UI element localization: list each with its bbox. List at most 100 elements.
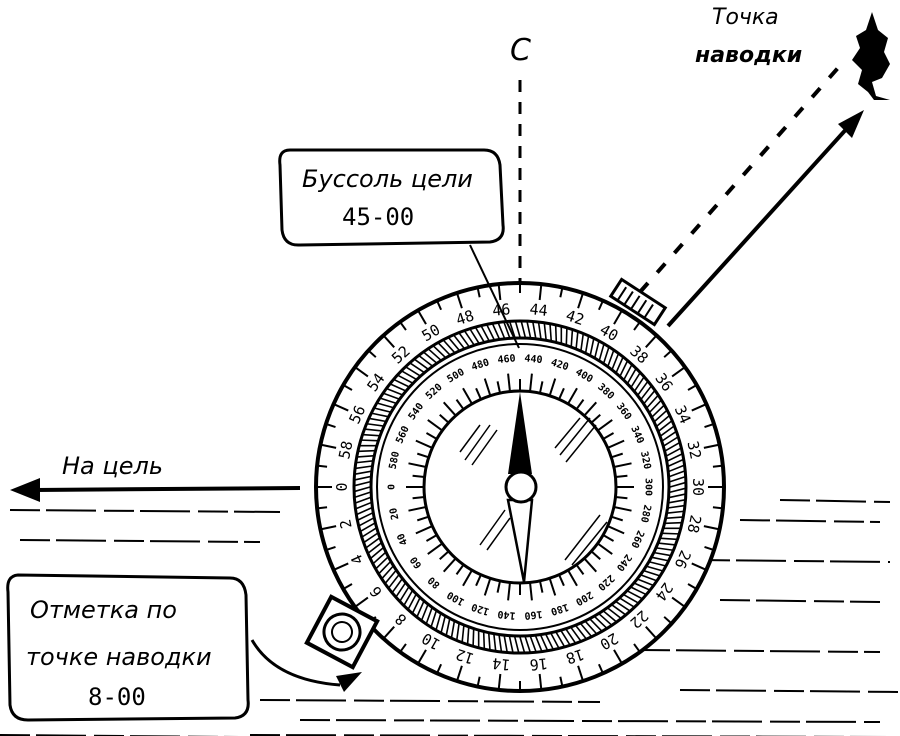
hatch-line xyxy=(438,342,451,356)
inner-scale-label: 280 xyxy=(638,504,653,524)
hatch-line xyxy=(355,491,371,498)
outer-tick xyxy=(597,300,604,311)
hatch-line xyxy=(368,542,382,554)
inner-tick xyxy=(462,387,473,405)
hatch-line xyxy=(385,570,397,584)
hatch-line xyxy=(640,386,652,400)
hatch-line xyxy=(388,574,400,588)
hatch-line xyxy=(355,465,372,470)
hatch-line xyxy=(410,362,425,373)
hatch-line xyxy=(643,390,655,404)
outer-tick xyxy=(320,443,337,449)
mark-value: 8-00 xyxy=(88,683,146,711)
sight-dashed-line xyxy=(638,58,847,294)
hatch-line xyxy=(453,335,465,349)
hatch-line xyxy=(362,527,377,538)
outer-scale-label: 2 xyxy=(336,518,355,531)
hatch-line xyxy=(637,381,648,396)
inner-tick xyxy=(475,574,482,587)
inner-tick xyxy=(496,580,502,593)
hatch-line xyxy=(448,337,460,351)
outer-tick xyxy=(559,287,564,298)
hatch-line xyxy=(641,574,657,582)
hatched-ring-pattern xyxy=(354,321,686,653)
target-bearing-value: 45-00 xyxy=(342,203,414,231)
hatch-line xyxy=(361,439,378,442)
hatch-line xyxy=(575,332,579,349)
hatch-line xyxy=(397,374,413,384)
hatch-line xyxy=(488,633,491,650)
hatch-line xyxy=(369,417,386,423)
inner-tick xyxy=(483,378,492,397)
outer-scale-label: 34 xyxy=(671,403,695,427)
outer-scale-label: 14 xyxy=(491,654,511,674)
hatch-line xyxy=(665,521,682,525)
outer-tick xyxy=(538,284,543,301)
outer-tick xyxy=(703,525,720,531)
outer-tick xyxy=(497,284,502,301)
inner-tick xyxy=(496,381,502,394)
inner-tick xyxy=(442,401,457,417)
inner-tick xyxy=(416,515,430,522)
hatch-line xyxy=(619,361,628,376)
hatch-line xyxy=(537,322,542,339)
hatch-line xyxy=(658,542,675,546)
aiming-arrow-head xyxy=(838,110,864,138)
hatch-line xyxy=(526,321,532,338)
hatch-line xyxy=(366,537,380,549)
hatch-line xyxy=(407,594,417,610)
hatch-line xyxy=(656,415,670,427)
inner-tick xyxy=(597,419,613,432)
hatch-line xyxy=(646,395,659,409)
glass-glare xyxy=(459,417,608,566)
outer-tick xyxy=(577,292,584,309)
outer-tick xyxy=(456,292,463,309)
north-label: С xyxy=(510,33,531,68)
hatch-line xyxy=(380,397,396,404)
inner-tick xyxy=(610,452,624,459)
needle-pivot xyxy=(504,470,538,504)
outer-tick xyxy=(613,649,623,665)
hatch-line xyxy=(668,459,684,467)
inner-tick xyxy=(610,515,624,522)
outer-tick xyxy=(317,506,328,510)
hatch-line xyxy=(534,635,543,651)
hatch-line xyxy=(475,327,485,342)
hatch-line xyxy=(458,333,470,347)
hatch-line xyxy=(383,392,399,400)
outer-scale-label: 18 xyxy=(564,645,587,668)
inner-tick xyxy=(416,452,430,459)
hatch-line xyxy=(355,496,371,504)
outer-tick xyxy=(417,649,427,665)
hatch-line xyxy=(354,475,371,481)
outer-tick xyxy=(663,349,673,358)
hatch-line xyxy=(669,481,686,488)
hatch-line xyxy=(466,627,470,644)
outer-tick xyxy=(633,643,641,653)
hatch-line xyxy=(662,431,676,442)
inner-tick xyxy=(602,534,615,542)
hatch-line xyxy=(443,340,455,353)
hatch-line xyxy=(374,407,391,413)
hatch-line xyxy=(399,586,410,602)
outer-tick xyxy=(691,562,707,571)
inner-tick xyxy=(615,474,628,478)
hatch-line xyxy=(549,324,552,341)
inner-tick xyxy=(439,413,450,424)
ground-line xyxy=(639,649,881,653)
inner-tick xyxy=(567,387,578,405)
hatch-line xyxy=(370,547,384,559)
inner-scale-label: 300 xyxy=(643,478,654,496)
hatch-line xyxy=(472,629,475,646)
hatch-line xyxy=(419,355,433,367)
inner-tick xyxy=(427,542,443,555)
inner-tick xyxy=(575,399,585,410)
outer-scale-label: 26 xyxy=(671,547,695,571)
hatch-line xyxy=(508,636,514,653)
inner-tick xyxy=(548,378,557,397)
hatch-line xyxy=(394,379,409,388)
hatch-line xyxy=(611,354,619,370)
inner-scale-ticks xyxy=(406,373,634,601)
outer-tick xyxy=(663,616,673,625)
target-bearing-pointer xyxy=(469,244,520,349)
